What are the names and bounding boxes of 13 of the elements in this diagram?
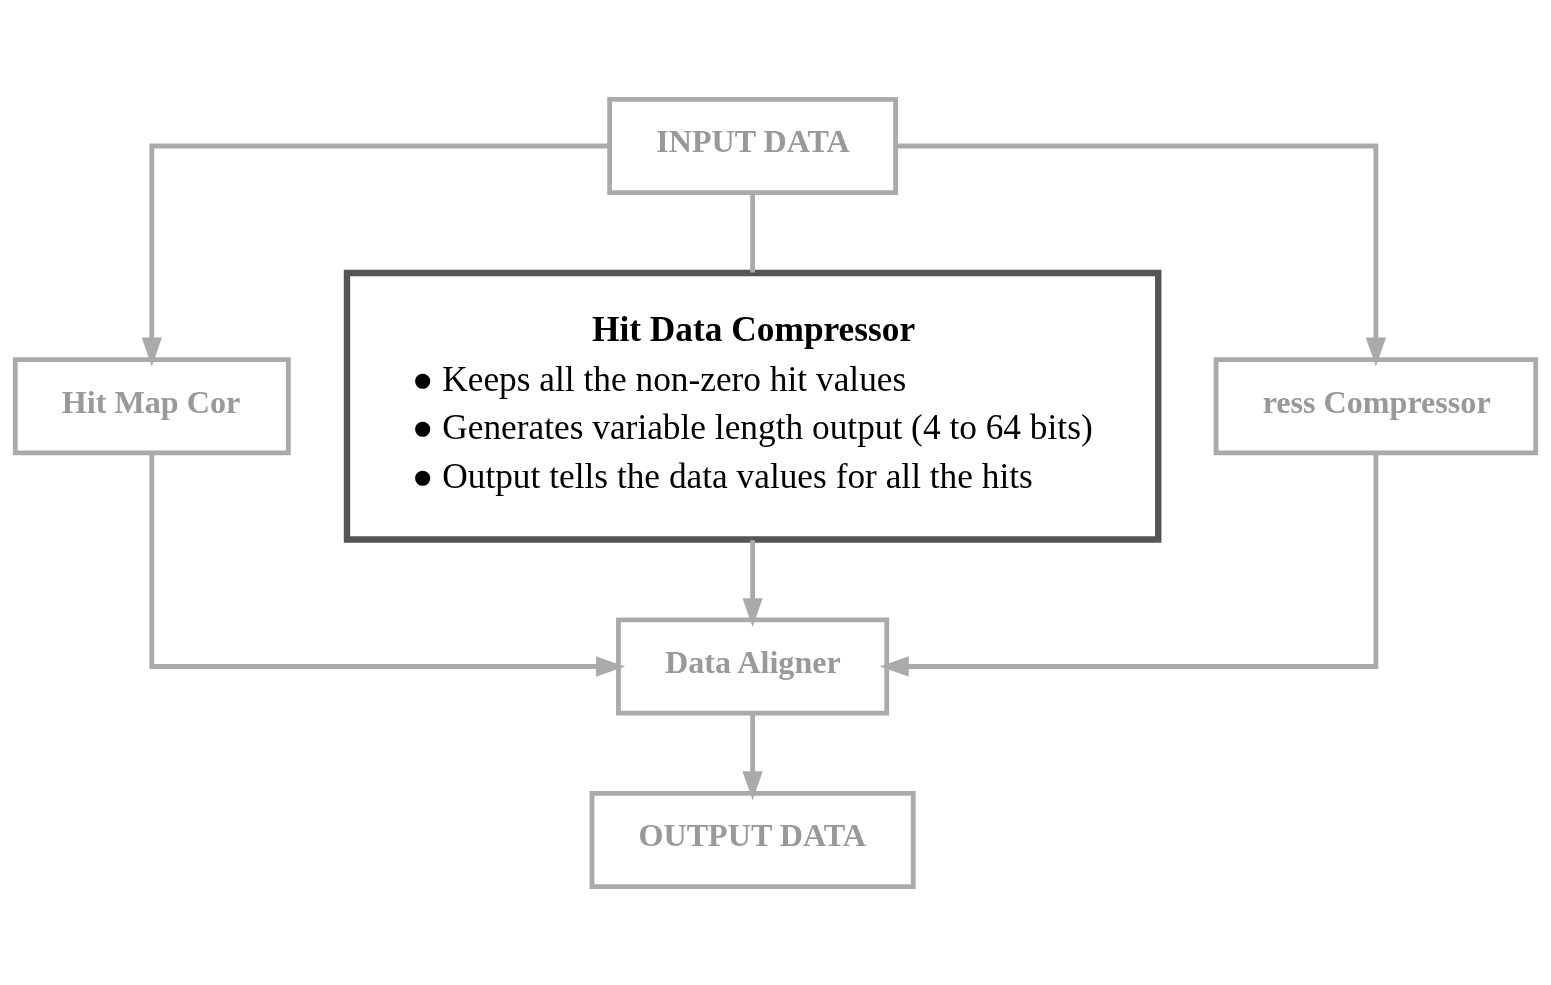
arrow: [141, 143, 610, 366]
arrow: [879, 452, 1379, 677]
arrow: [742, 712, 763, 800]
node-box: INPUT DATA: [607, 96, 898, 195]
arrow: [895, 143, 1387, 366]
arrow: [149, 452, 626, 677]
node-box: Hit Data Compressor ● Keeps all the non-zero hit values ● Generates variable length output (4 to 64 bits) ● Output tells the data values for all the hits: [343, 269, 1162, 543]
arrow: [742, 539, 763, 627]
node-box: Data Aligner: [616, 617, 890, 715]
node-box: OUTPUT DATA: [589, 790, 916, 889]
node-box: ress Compressor: [1213, 356, 1539, 455]
node-box: Hit Map Cor: [12, 356, 291, 455]
connector: [750, 192, 755, 272]
